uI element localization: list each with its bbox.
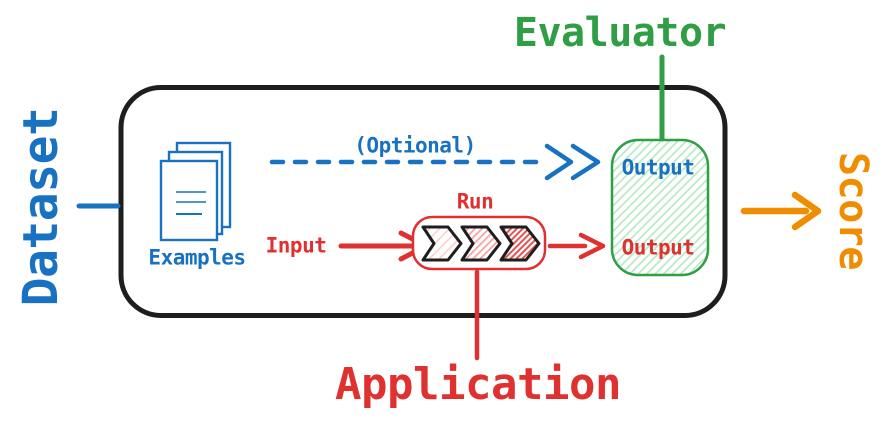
evaluator-output-label: Output bbox=[621, 155, 695, 180]
evaluator-label: Evaluator bbox=[513, 10, 727, 56]
run-output-arrowhead bbox=[578, 232, 606, 260]
optional-dashed-arrow bbox=[269, 143, 601, 181]
optional-label: (Optional) bbox=[354, 133, 476, 158]
optional-arrowhead-outer bbox=[570, 143, 601, 181]
application-label: Application bbox=[335, 359, 621, 410]
examples-label: Examples bbox=[148, 245, 246, 270]
run-chevron-2 bbox=[460, 225, 502, 262]
triple-chevron-pipeline-icon bbox=[421, 225, 541, 262]
experiment-container-box bbox=[118, 85, 728, 318]
document-text-lines bbox=[176, 191, 206, 215]
document-page-front bbox=[159, 159, 219, 242]
run-label: Run bbox=[456, 189, 494, 214]
input-label: Input bbox=[265, 233, 327, 258]
score-arrowhead bbox=[791, 191, 822, 231]
optional-arrowhead-inner bbox=[544, 143, 574, 181]
application-output-label: Output bbox=[621, 235, 695, 260]
run-chevron-3 bbox=[499, 225, 541, 262]
run-output-arrow bbox=[547, 232, 606, 260]
score-arrow bbox=[740, 191, 822, 231]
score-label: Score bbox=[830, 152, 876, 270]
documents-stack-icon bbox=[159, 141, 232, 242]
dataset-label: Dataset bbox=[13, 107, 69, 307]
run-chevron-1 bbox=[421, 225, 463, 262]
evaluator-output-box bbox=[610, 138, 710, 277]
